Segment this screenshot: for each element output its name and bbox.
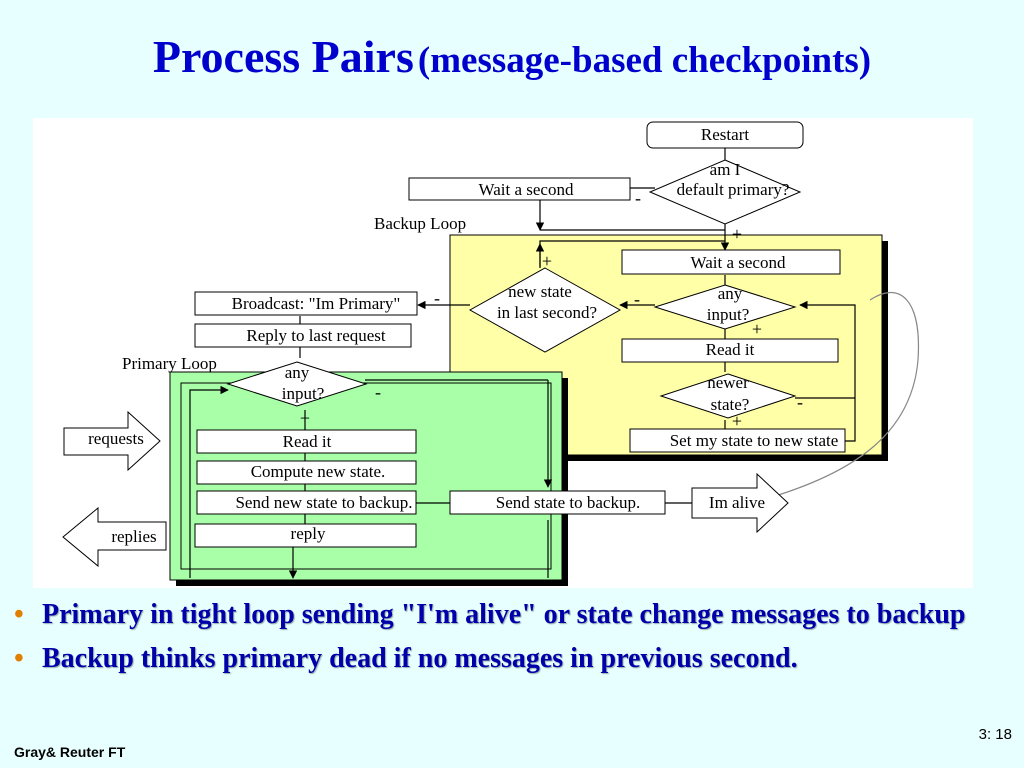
title-sub: (message-based checkpoints): [417, 40, 872, 81]
flow-lines: [189, 148, 920, 579]
flow-diagram: Restart am I default primary? - + Wait a…: [33, 118, 973, 588]
am-i-plus: +: [732, 224, 742, 244]
am-i-primary-diamond: [648, 159, 802, 225]
read-it-primary-label: Read it: [283, 432, 332, 451]
requests-arrow: [63, 410, 161, 472]
any-input-backup-line1: any: [718, 284, 743, 303]
wait-second-top-label: Wait a second: [479, 180, 574, 199]
replies-arrow: [62, 506, 167, 568]
compute-label: Compute new state.: [251, 462, 386, 481]
read-it-backup-label: Read it: [706, 340, 755, 359]
reply-last-label: Reply to last request: [246, 326, 386, 345]
am-i-line1: am I: [710, 160, 741, 179]
new-state-minus: -: [434, 288, 440, 308]
am-i-line2: default primary?: [677, 180, 790, 199]
primary-loop-label: Primary Loop: [122, 354, 217, 373]
send-state-box: [449, 490, 666, 515]
footer-author: Gray& Reuter FT: [14, 744, 126, 760]
any-input-primary-plus: +: [300, 408, 310, 428]
slide-title: Process Pairs (message-based checkpoints…: [0, 30, 1024, 83]
set-state-label: Set my state to new state: [670, 431, 839, 450]
broadcast-box: [194, 291, 418, 316]
newer-state-diamond: [659, 373, 797, 419]
any-input-backup-diamond: [653, 284, 797, 330]
newer-state-minus: -: [797, 392, 803, 412]
read-it-backup-box: [621, 338, 839, 363]
any-input-backup-line2: input?: [707, 305, 750, 324]
reply-label: reply: [291, 524, 326, 543]
any-input-primary-line2: input?: [282, 384, 325, 403]
bullet-item: • Primary in tight loop sending "I'm ali…: [14, 598, 1004, 632]
wait-second-top-box: [408, 177, 631, 201]
bullet-list: • Primary in tight loop sending "I'm ali…: [14, 598, 1004, 686]
reply-last-box: [194, 323, 412, 348]
bullet-dot-icon: •: [14, 599, 24, 630]
broadcast-label: Broadcast: "Im Primary": [232, 294, 401, 313]
any-input-backup-minus: -: [634, 289, 640, 309]
restart-box: [646, 121, 804, 149]
bullet-text: Backup thinks primary dead if no message…: [42, 643, 798, 674]
new-state-diamond: [468, 267, 622, 353]
new-state-line1: new state: [508, 282, 572, 301]
wait-second-backup-label: Wait a second: [691, 253, 786, 272]
im-alive-arrow: [691, 472, 789, 534]
set-state-box: [629, 428, 846, 453]
im-alive-label: Im alive: [709, 493, 765, 512]
any-input-backup-plus: +: [752, 319, 762, 339]
any-input-primary-minus: -: [375, 382, 381, 402]
compute-box: [196, 460, 417, 485]
am-i-minus: -: [635, 188, 641, 208]
bullet-text: Primary in tight loop sending "I'm alive…: [42, 599, 966, 630]
primary-inner-border: [180, 382, 552, 570]
any-input-primary-line1: any: [285, 363, 310, 382]
slide-number: 3: 18: [978, 726, 1012, 743]
newer-state-plus: +: [732, 411, 742, 431]
title-main: Process Pairs: [152, 31, 414, 82]
any-input-primary-diamond: [226, 361, 368, 407]
wait-second-backup-box: [621, 249, 841, 275]
send-state-label: Send state to backup.: [496, 493, 640, 512]
requests-label: requests: [88, 429, 144, 448]
reply-box: [194, 523, 417, 548]
send-new-state-box: [196, 490, 417, 515]
new-state-plus: +: [542, 251, 552, 271]
backup-loop-label: Backup Loop: [374, 214, 466, 233]
restart-label: Restart: [701, 125, 749, 144]
bullet-item: • Backup thinks primary dead if no messa…: [14, 642, 1004, 676]
newer-state-line2: state?: [711, 395, 750, 414]
newer-state-line1: newer: [707, 373, 749, 392]
bullet-dot-icon: •: [14, 643, 24, 674]
new-state-line2: in last second?: [497, 303, 597, 322]
read-it-primary-box: [196, 429, 417, 454]
send-new-state-label: Send new state to backup.: [235, 493, 412, 512]
replies-label: replies: [111, 527, 156, 546]
